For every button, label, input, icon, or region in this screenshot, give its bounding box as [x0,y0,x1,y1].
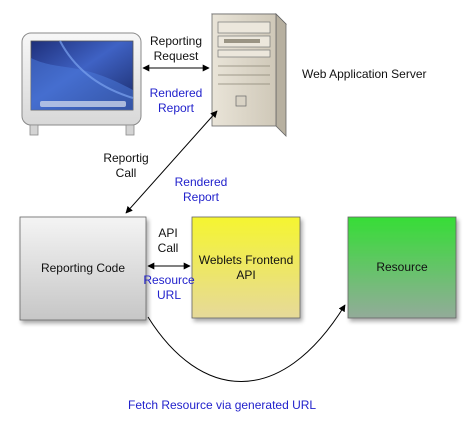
weblets-line2: API [236,267,256,282]
weblets-frontend-api-label: Weblets Frontend API [192,217,300,318]
resource-label: Resource [348,217,456,318]
resource-url-label: Resource URL [141,273,197,303]
desktop-computer-icon [21,32,142,136]
weblets-line1: Weblets Frontend [198,252,294,267]
server-tower-icon [211,13,287,137]
reportig-call-line1: Reportig [103,151,149,165]
rendered-report-top-line2: Report [157,101,195,115]
reporting-request-line1: Reporting [149,34,203,48]
weblets-frontend-api-box [191,216,301,319]
reportig-call-label: Reportig Call [98,151,154,181]
resource-url-line2: URL [156,288,181,302]
api-call-label: API Call [150,226,186,256]
rendered-report-mid-label: Rendered Report [173,175,229,205]
rendered-report-mid-line2: Report [182,190,220,204]
fetch-resource-curve-arrow [147,304,346,382]
reporting-request-line2: Request [153,49,199,63]
resource-text: Resource [376,260,428,274]
rendered-report-top-line1: Rendered [149,86,203,100]
api-call-line2: Call [157,241,179,255]
api-call-line1: API [158,226,178,240]
fetch-resource-label: Fetch Resource via generated URL [128,398,317,412]
reportig-call-line2: Call [115,166,137,180]
resource-box [347,216,457,319]
reporting-code-label: Reporting Code [20,217,146,320]
server-label: Web Application Server [302,67,427,81]
resource-url-line1: Resource [143,273,195,287]
rendered-report-mid-line1: Rendered [174,175,228,189]
reporting-code-text: Reporting Code [40,261,126,275]
reporting-code-box [19,216,147,321]
server-reporting-arrow [125,110,218,214]
rendered-report-top-label: Rendered Report [148,86,204,116]
reporting-request-label: Reporting Request [148,34,204,64]
